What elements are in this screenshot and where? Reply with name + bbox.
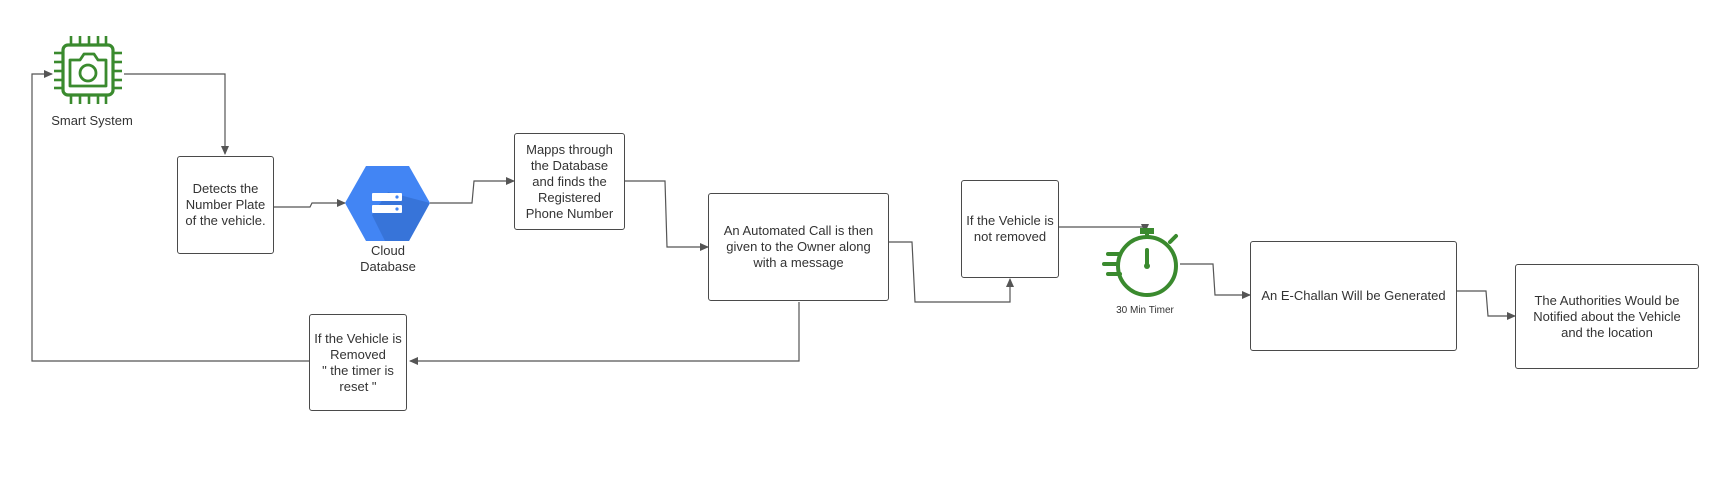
echallan-box: An E-Challan Will be Generated	[1250, 241, 1457, 351]
connector-smart-to-detects	[124, 73, 229, 155]
mapps-database-box: Mapps through the Database and finds the…	[514, 133, 625, 230]
connector-echallan-to-authorities	[1457, 290, 1516, 320]
connector-detects-to-db	[273, 199, 346, 208]
cloud-database-icon	[345, 166, 430, 241]
connector-timer-to-echallan	[1180, 263, 1251, 299]
connector-notremoved-to-timer	[1058, 224, 1149, 233]
detects-number-plate-box: Detects the Number Plate of the vehicle.	[177, 156, 274, 254]
stopwatch-icon	[1102, 228, 1178, 297]
authorities-notified-box: The Authorities Would be Notified about …	[1515, 264, 1699, 369]
connector-mapps-to-call	[624, 180, 709, 251]
connector-call-to-notremoved	[889, 241, 1014, 303]
connector-call-to-removed	[409, 302, 800, 365]
timer-label: 30 Min Timer	[1116, 305, 1174, 316]
cloud-database-label: Cloud Database	[360, 243, 416, 274]
automated-call-box: An Automated Call is then given to the O…	[708, 193, 889, 301]
not-removed-box: If the Vehicle is not removed	[961, 180, 1059, 278]
smart-system-label: Smart System	[51, 113, 133, 128]
camera-chip-icon	[54, 36, 122, 104]
connector-removed-to-smart	[31, 70, 309, 362]
removed-reset-box: If the Vehicle is Removed " the timer is…	[309, 314, 407, 411]
connector-db-to-mapps	[430, 177, 515, 204]
